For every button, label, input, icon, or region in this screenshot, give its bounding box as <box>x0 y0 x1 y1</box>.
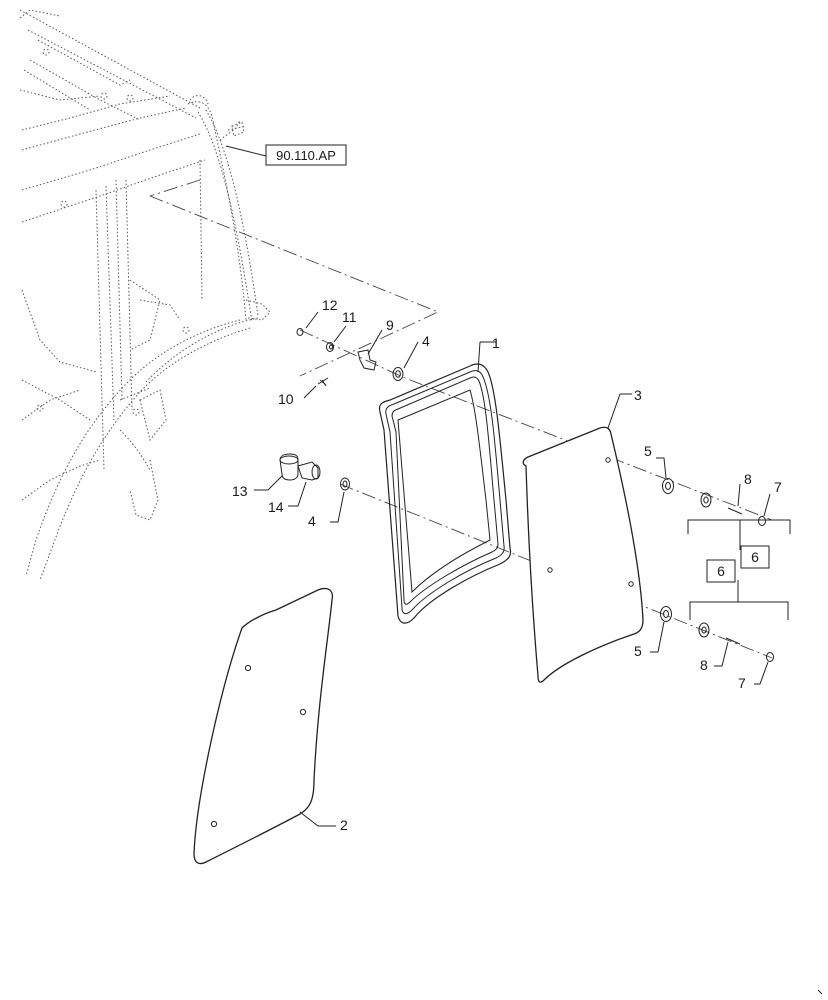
callout-2: 2 <box>340 817 348 833</box>
part-10-screw <box>317 377 329 387</box>
part-5-grommet-upper <box>662 478 674 494</box>
kit-bracket-upper <box>687 519 791 550</box>
callout-11: 11 <box>342 309 357 325</box>
kit-callout-6-upper[interactable]: 6 <box>740 545 770 569</box>
callout-13: 13 <box>232 483 248 499</box>
callout-5-lower: 5 <box>634 643 642 659</box>
part-13-cap <box>279 453 299 481</box>
part-8-screw-upper <box>727 507 743 515</box>
callout-7-lower: 7 <box>738 675 746 691</box>
glass-door-panel <box>522 426 644 683</box>
leader-lines <box>254 311 771 827</box>
part-7-ring-lower <box>766 652 774 662</box>
callout-8-upper: 8 <box>744 471 752 487</box>
kit-callout-6-lower[interactable]: 6 <box>706 559 736 583</box>
callout-8-lower: 8 <box>700 657 708 673</box>
cab-frame <box>19 9 271 581</box>
callout-7-upper: 7 <box>774 479 782 495</box>
svg-text:6: 6 <box>751 549 759 565</box>
part-9-clip <box>357 349 377 371</box>
callout-3: 3 <box>634 387 642 403</box>
callout-9: 9 <box>386 317 394 333</box>
window-seal-frame <box>378 363 512 624</box>
part-11-washer <box>326 342 334 352</box>
kit-bracket-lower <box>689 580 789 620</box>
reference-label: 90.110.AP <box>276 148 336 163</box>
part-7-ring-upper <box>758 516 766 526</box>
part-5-grommet-lower <box>660 606 672 622</box>
callout-12: 12 <box>322 297 338 313</box>
part-4-grommet-upper <box>392 367 404 381</box>
part-washer-lower <box>698 622 710 638</box>
svg-text:6: 6 <box>717 563 725 579</box>
callout-10: 10 <box>278 391 294 407</box>
reference-box[interactable]: 90.110.AP <box>265 144 347 166</box>
hardware-parts <box>279 328 774 662</box>
part-8-screw-lower <box>725 637 741 645</box>
part-washer-upper <box>700 492 712 508</box>
callout-5-upper: 5 <box>644 443 652 459</box>
reference-leader <box>225 145 267 157</box>
callout-1: 1 <box>492 335 500 351</box>
callout-labels: 1 2 3 4 4 5 5 8 8 7 7 9 10 11 12 13 14 <box>232 297 782 833</box>
part-4-grommet-lower <box>340 477 350 491</box>
part-12-screw <box>296 328 304 336</box>
callout-4-upper: 4 <box>422 333 430 349</box>
callout-4-lower: 4 <box>308 513 316 529</box>
side-window-glass <box>193 587 334 865</box>
callout-14: 14 <box>268 499 284 515</box>
assembly-lines <box>149 179 773 659</box>
corner-mark <box>817 989 823 995</box>
